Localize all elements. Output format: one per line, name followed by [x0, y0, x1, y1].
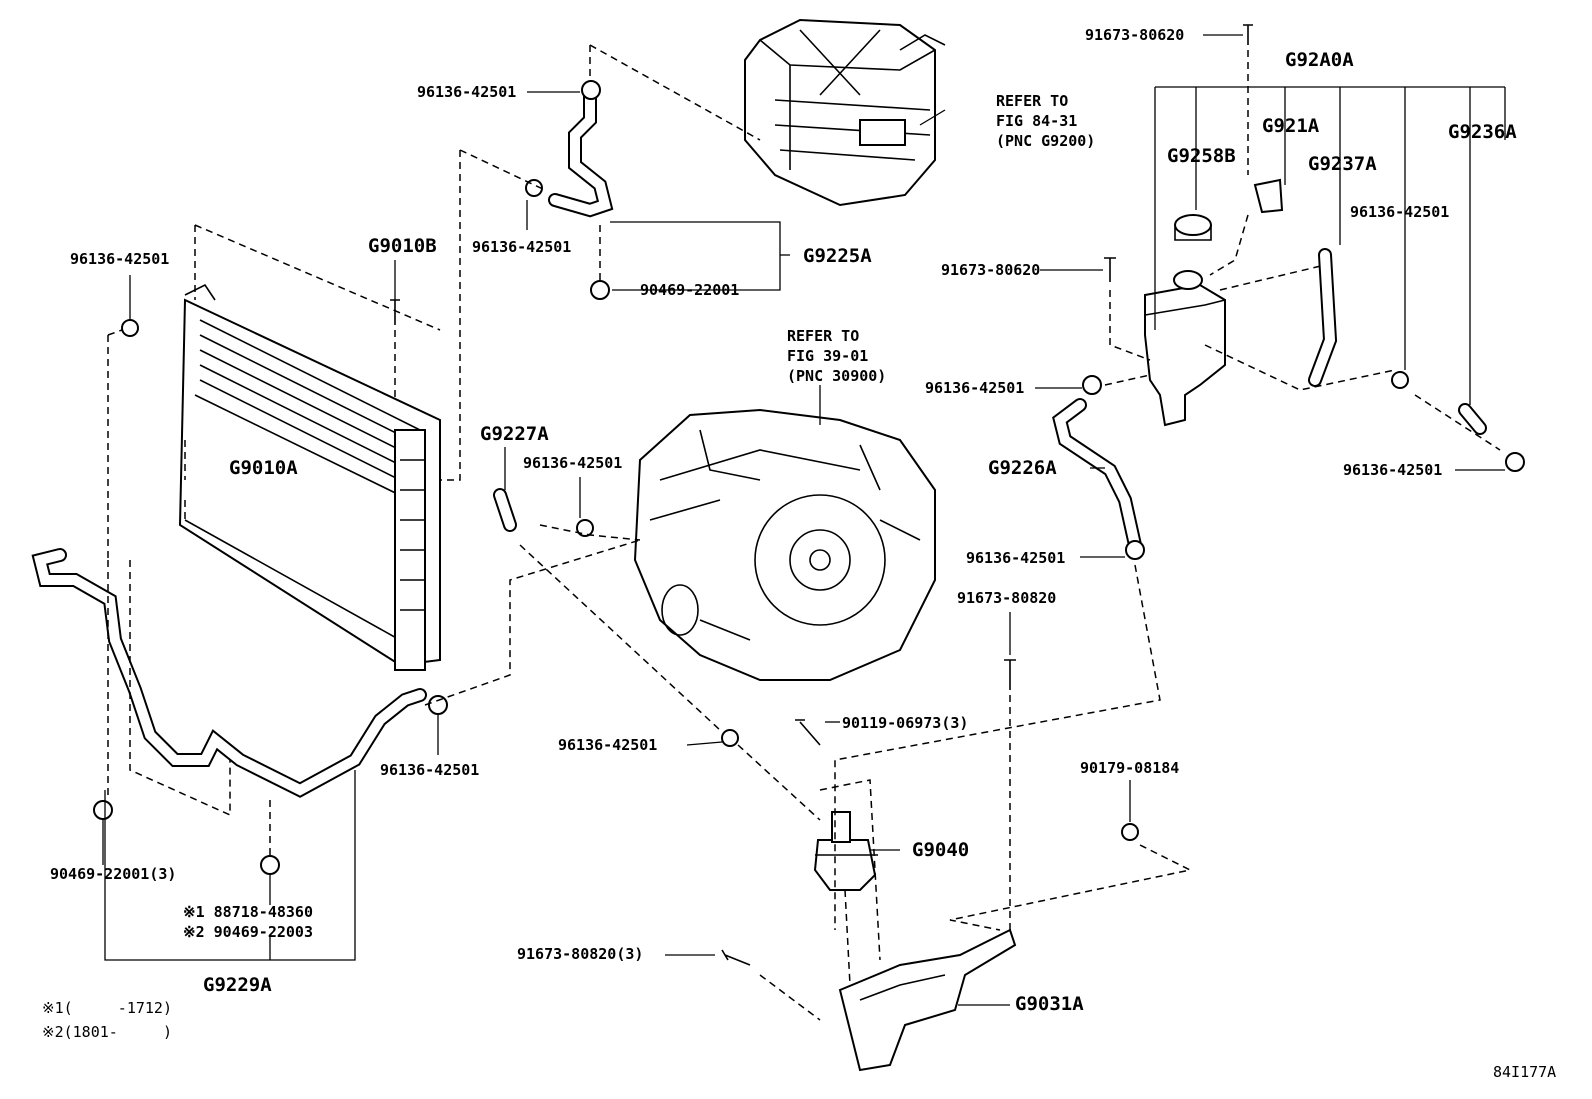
part-label-g9258b[interactable]: G9258B [1167, 145, 1236, 167]
part-label-91673-80820[interactable]: 91673-80820 [957, 589, 1057, 607]
part-label-90469-22003[interactable]: ※2 90469-22003 [183, 923, 313, 941]
part-label-96136-42501-lower[interactable]: 96136-42501 [380, 761, 480, 779]
dashed-guides [107, 44, 1501, 1021]
refer-transaxle-line1[interactable]: REFER TO [787, 327, 860, 345]
part-label-96136-42501-right[interactable]: 96136-42501 [1350, 203, 1450, 221]
part-label-g9040[interactable]: G9040 [912, 839, 970, 861]
footnote-1: ※1( -1712) [42, 999, 172, 1017]
group-label-g9225a[interactable]: G9225A [803, 245, 872, 267]
radiator-drawing [178, 283, 441, 671]
transaxle-drawing [633, 408, 936, 681]
group-label-g9229a[interactable]: G9229A [203, 974, 272, 996]
hoses [31, 88, 1487, 798]
part-label-96136-42501-far-right[interactable]: 96136-42501 [1343, 461, 1443, 479]
part-label-90469-22001-3[interactable]: 90469-22001(3) [50, 865, 177, 883]
reservoir-tank-drawing [1144, 214, 1226, 427]
hose-clamps [93, 80, 1525, 875]
group-label-g92a0a[interactable]: G92A0A [1285, 49, 1354, 71]
part-label-g9031a[interactable]: G9031A [1015, 993, 1084, 1015]
refer-transaxle-line2[interactable]: FIG 39-01 [787, 347, 869, 365]
refer-inverter-line2[interactable]: FIG 84-31 [996, 112, 1078, 130]
part-label-g9226a[interactable]: G9226A [988, 457, 1057, 479]
part-label-91673-80620-top[interactable]: 91673-80620 [1085, 26, 1185, 44]
inverter-assembly-drawing [744, 18, 946, 207]
figure-id: 84I177A [1493, 1063, 1557, 1081]
part-label-96136-42501-mid[interactable]: 96136-42501 [472, 238, 572, 256]
part-label-96136-42501-left[interactable]: 96136-42501 [70, 250, 170, 268]
part-label-90119-06973[interactable]: 90119-06973(3) [842, 714, 969, 732]
part-label-g9237a[interactable]: G9237A [1308, 153, 1377, 175]
leader-lines [102, 34, 1506, 1006]
part-label-96136-42501-pump[interactable]: 96136-42501 [558, 736, 658, 754]
part-label-g9010a[interactable]: G9010A [229, 457, 298, 479]
part-label-g9010b[interactable]: G9010B [368, 235, 437, 257]
part-label-90469-22001[interactable]: 90469-22001 [640, 281, 740, 299]
part-label-91673-80620-mid[interactable]: 91673-80620 [941, 261, 1041, 279]
refer-inverter-line1[interactable]: REFER TO [996, 92, 1069, 110]
part-label-88718-48360[interactable]: ※1 88718-48360 [183, 903, 313, 921]
part-label-96136-42501-top[interactable]: 96136-42501 [417, 83, 517, 101]
refer-transaxle-line3[interactable]: (PNC 30900) [787, 367, 887, 385]
part-label-96136-42501-g9227[interactable]: 96136-42501 [523, 454, 623, 472]
footnote-2: ※2(1801- ) [42, 1023, 172, 1041]
part-label-g9227a[interactable]: G9227A [480, 423, 549, 445]
part-label-96136-42501-reservoir[interactable]: 96136-42501 [925, 379, 1025, 397]
part-label-96136-42501-g9226[interactable]: 96136-42501 [966, 549, 1066, 567]
part-label-91673-80820-3[interactable]: 91673-80820(3) [517, 945, 644, 963]
part-label-g921a[interactable]: G921A [1262, 115, 1320, 137]
part-label-g9236a[interactable]: G9236A [1448, 121, 1517, 143]
bracket-drawing [838, 928, 1017, 1072]
part-label-90179-08184[interactable]: 90179-08184 [1080, 759, 1180, 777]
refer-inverter-line3[interactable]: (PNC G9200) [996, 132, 1096, 150]
water-pump-drawing [813, 811, 878, 891]
